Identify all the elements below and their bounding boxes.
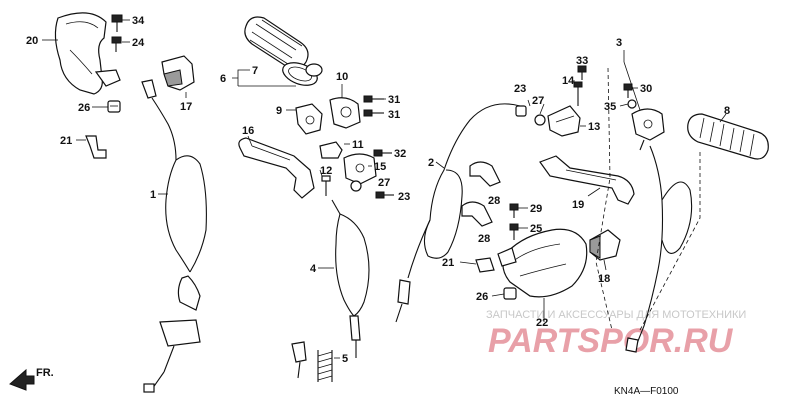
label-14: 14 — [562, 75, 575, 87]
label-29: 29 — [530, 203, 542, 215]
label-31-a: 31 — [388, 94, 400, 106]
pin-12 — [321, 175, 331, 196]
leader-lines — [42, 19, 727, 359]
label-33: 33 — [576, 55, 588, 67]
screw-30 — [623, 83, 633, 98]
cable-boot-18 — [589, 229, 621, 261]
label-18: 18 — [598, 273, 610, 285]
label-15: 15 — [374, 161, 386, 173]
label-25: 25 — [530, 223, 542, 235]
label-6: 6 — [220, 73, 226, 85]
switch-housing — [631, 108, 665, 151]
lever-holder-11 — [319, 141, 343, 159]
label-23-left: 23 — [398, 191, 410, 203]
nut-26-right — [503, 287, 517, 300]
nut-27-right — [534, 114, 546, 126]
clip-21-left — [85, 135, 107, 159]
label-11: 11 — [352, 139, 364, 151]
watermark-caption: ЗАПЧАСТИ И АКСЕССУАРЫ ДЛЯ МОТОТЕХНИКИ — [486, 309, 746, 321]
label-2: 2 — [428, 157, 434, 169]
throttle-cable-4 — [291, 199, 370, 379]
label-21-right: 21 — [442, 257, 454, 269]
label-13: 13 — [588, 121, 600, 133]
throttle-housing-9 — [295, 103, 323, 135]
nut-35 — [627, 99, 637, 109]
label-23-right: 23 — [514, 83, 526, 95]
label-1: 1 — [150, 189, 156, 201]
label-22: 22 — [536, 317, 548, 329]
cable-2 — [395, 103, 521, 323]
front-label: FR. — [36, 367, 54, 379]
label-4: 4 — [310, 263, 317, 275]
bolt-23-left — [375, 191, 394, 199]
cable-3 — [625, 145, 693, 353]
label-35: 35 — [604, 101, 616, 113]
cable-boot-17 — [161, 55, 195, 91]
bolt-34 — [111, 14, 123, 32]
label-10: 10 — [336, 71, 348, 83]
label-19: 19 — [572, 199, 584, 211]
label-9: 9 — [276, 105, 282, 117]
bolt-23-right — [515, 105, 527, 117]
label-30: 30 — [640, 83, 652, 95]
clutch-lever-16 — [238, 137, 315, 199]
nut-27-left — [350, 180, 362, 192]
label-17: 17 — [180, 101, 192, 113]
label-5: 5 — [342, 353, 348, 365]
label-21-left: 21 — [60, 135, 72, 147]
bolt-29 — [509, 203, 519, 218]
label-32: 32 — [394, 148, 406, 160]
bolt-14 — [573, 81, 583, 106]
nut-26-left — [107, 100, 121, 113]
bolt-25 — [509, 223, 519, 240]
label-28-lower: 28 — [478, 233, 490, 245]
throttle-grip-7 — [244, 16, 323, 86]
screw-32 — [373, 149, 392, 157]
front-direction-marker: FR. — [9, 367, 54, 391]
label-20: 20 — [26, 35, 38, 47]
label-12: 12 — [320, 165, 332, 177]
diagram-code: KN4A—F0100 — [614, 386, 679, 397]
brake-lever-19 — [539, 155, 635, 205]
label-7: 7 — [252, 65, 258, 77]
lever-piece-28-lower — [461, 201, 493, 227]
handguard-right — [497, 228, 588, 298]
part-labels: 20 34 24 26 21 17 1 6 7 9 10 31 31 16 11… — [26, 15, 730, 365]
throttle-housing-10 — [329, 97, 361, 129]
label-26-right: 26 — [476, 291, 488, 303]
bolt-24 — [111, 36, 122, 52]
clip-21-right — [475, 257, 495, 273]
bracket-13 — [547, 105, 581, 137]
bolt-33 — [577, 65, 587, 80]
label-26-left: 26 — [78, 102, 90, 114]
label-28-upper: 28 — [488, 195, 500, 207]
lever-holder-15 — [343, 153, 377, 185]
label-8: 8 — [724, 105, 730, 117]
watermark-logo: PARTSPOR.RU — [488, 322, 734, 360]
label-24: 24 — [132, 37, 145, 49]
grip-right-8 — [687, 113, 769, 160]
label-16: 16 — [242, 125, 254, 137]
screws-31 — [363, 95, 384, 117]
handguard-left — [54, 12, 121, 95]
label-3: 3 — [616, 37, 622, 49]
label-31-b: 31 — [388, 109, 400, 121]
label-34: 34 — [132, 15, 145, 27]
spring-5 — [317, 350, 333, 382]
lever-piece-28-upper — [469, 161, 501, 187]
label-27-left: 27 — [378, 177, 390, 189]
label-27-right: 27 — [532, 95, 544, 107]
clutch-cable-1 — [141, 79, 207, 393]
